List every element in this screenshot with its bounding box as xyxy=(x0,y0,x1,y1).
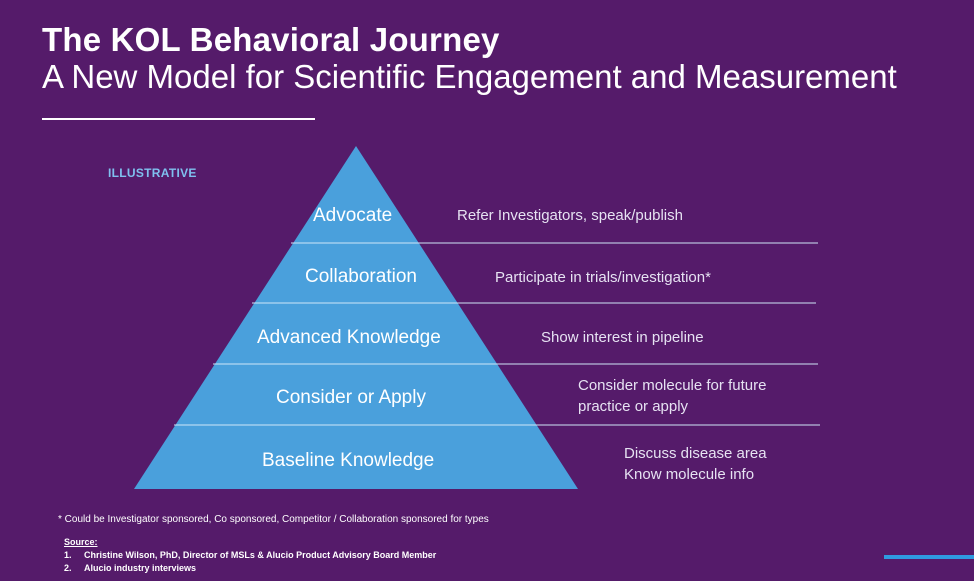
level-description-advocate: Refer Investigators, speak/publish xyxy=(457,205,683,226)
footnote: * Could be Investigator sponsored, Co sp… xyxy=(58,514,489,525)
source-item: 1. Christine Wilson, PhD, Director of MSL… xyxy=(64,549,436,562)
source-item-text: Christine Wilson, PhD, Director of MSLs … xyxy=(84,550,437,560)
accent-bar xyxy=(884,555,974,559)
level-description-collaboration: Participate in trials/investigation* xyxy=(495,267,711,288)
description-line: Discuss disease area xyxy=(624,445,767,462)
source-item-text: Alucio industry interviews xyxy=(84,563,197,573)
level-description-consider-or-apply: Consider molecule for future practice or… xyxy=(578,375,766,417)
source-item-number: 2. xyxy=(64,563,72,573)
description-line: Show interest in pipeline xyxy=(541,329,704,346)
description-line: Refer Investigators, speak/publish xyxy=(457,207,683,224)
source-item: 2. Alucio industry interviews xyxy=(64,562,436,575)
level-description-advanced-knowledge: Show interest in pipeline xyxy=(541,327,704,348)
level-label-collaboration: Collaboration xyxy=(305,266,417,287)
description-line: Know molecule info xyxy=(624,466,755,483)
page-title: The KOL Behavioral Journey xyxy=(42,21,500,58)
description-line: Participate in trials/investigation* xyxy=(495,269,711,286)
page-subtitle: A New Model for Scientific Engagement an… xyxy=(42,58,897,95)
pyramid-shape xyxy=(134,146,578,489)
level-description-baseline-knowledge: Discuss disease area Know molecule info xyxy=(624,443,767,485)
source-item-number: 1. xyxy=(64,550,72,560)
source-heading: Source: xyxy=(64,537,98,547)
source-list: 1. Christine Wilson, PhD, Director of MSL… xyxy=(64,549,436,575)
illustrative-tag: ILLUSTRATIVE xyxy=(108,166,197,180)
level-label-advocate: Advocate xyxy=(313,205,393,226)
level-label-baseline-knowledge: Baseline Knowledge xyxy=(262,450,435,471)
level-label-consider-or-apply: Consider or Apply xyxy=(276,387,426,408)
description-line: practice or apply xyxy=(578,398,689,415)
description-line: Consider molecule for future xyxy=(578,377,767,394)
title-underline xyxy=(42,118,315,120)
level-label-advanced-knowledge: Advanced Knowledge xyxy=(257,327,441,348)
